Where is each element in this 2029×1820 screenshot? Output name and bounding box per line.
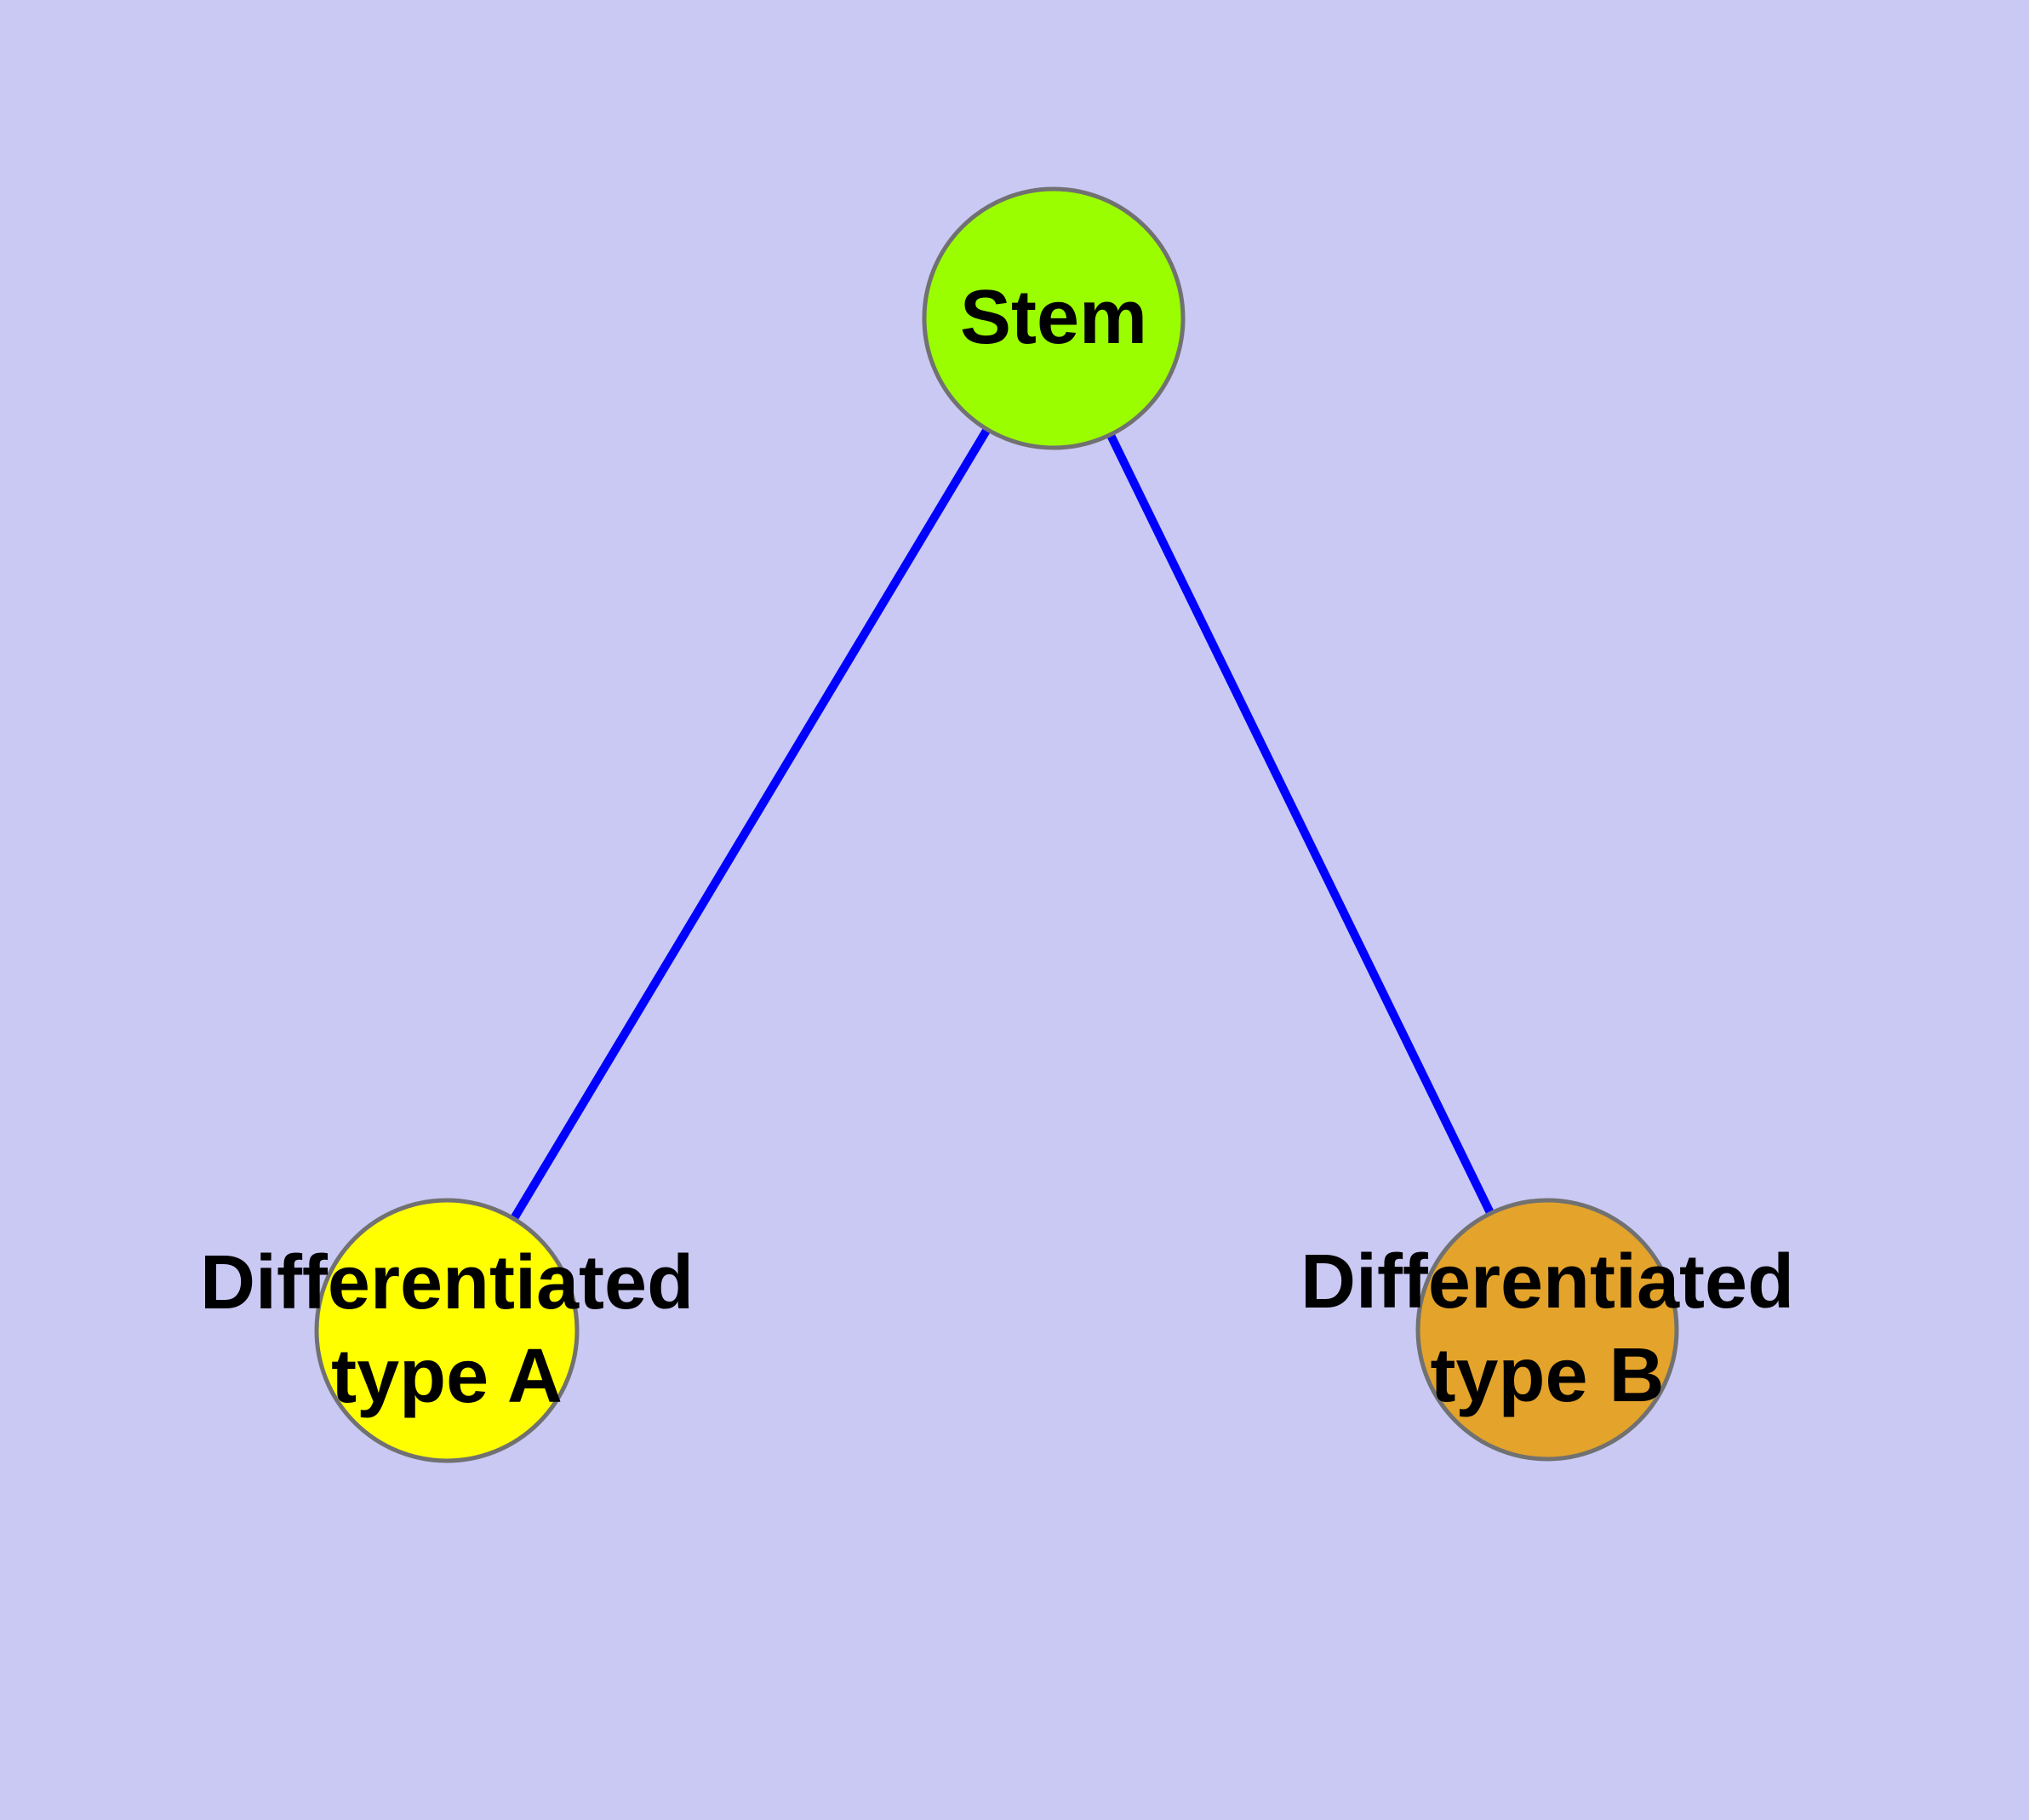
node-circle-type-b [1415, 1198, 1679, 1462]
node-circle-type-a [314, 1198, 580, 1463]
edge-stem-type-a [443, 316, 1058, 1333]
edge-stem-type-b [1049, 316, 1552, 1332]
node-circle-stem [922, 186, 1186, 450]
